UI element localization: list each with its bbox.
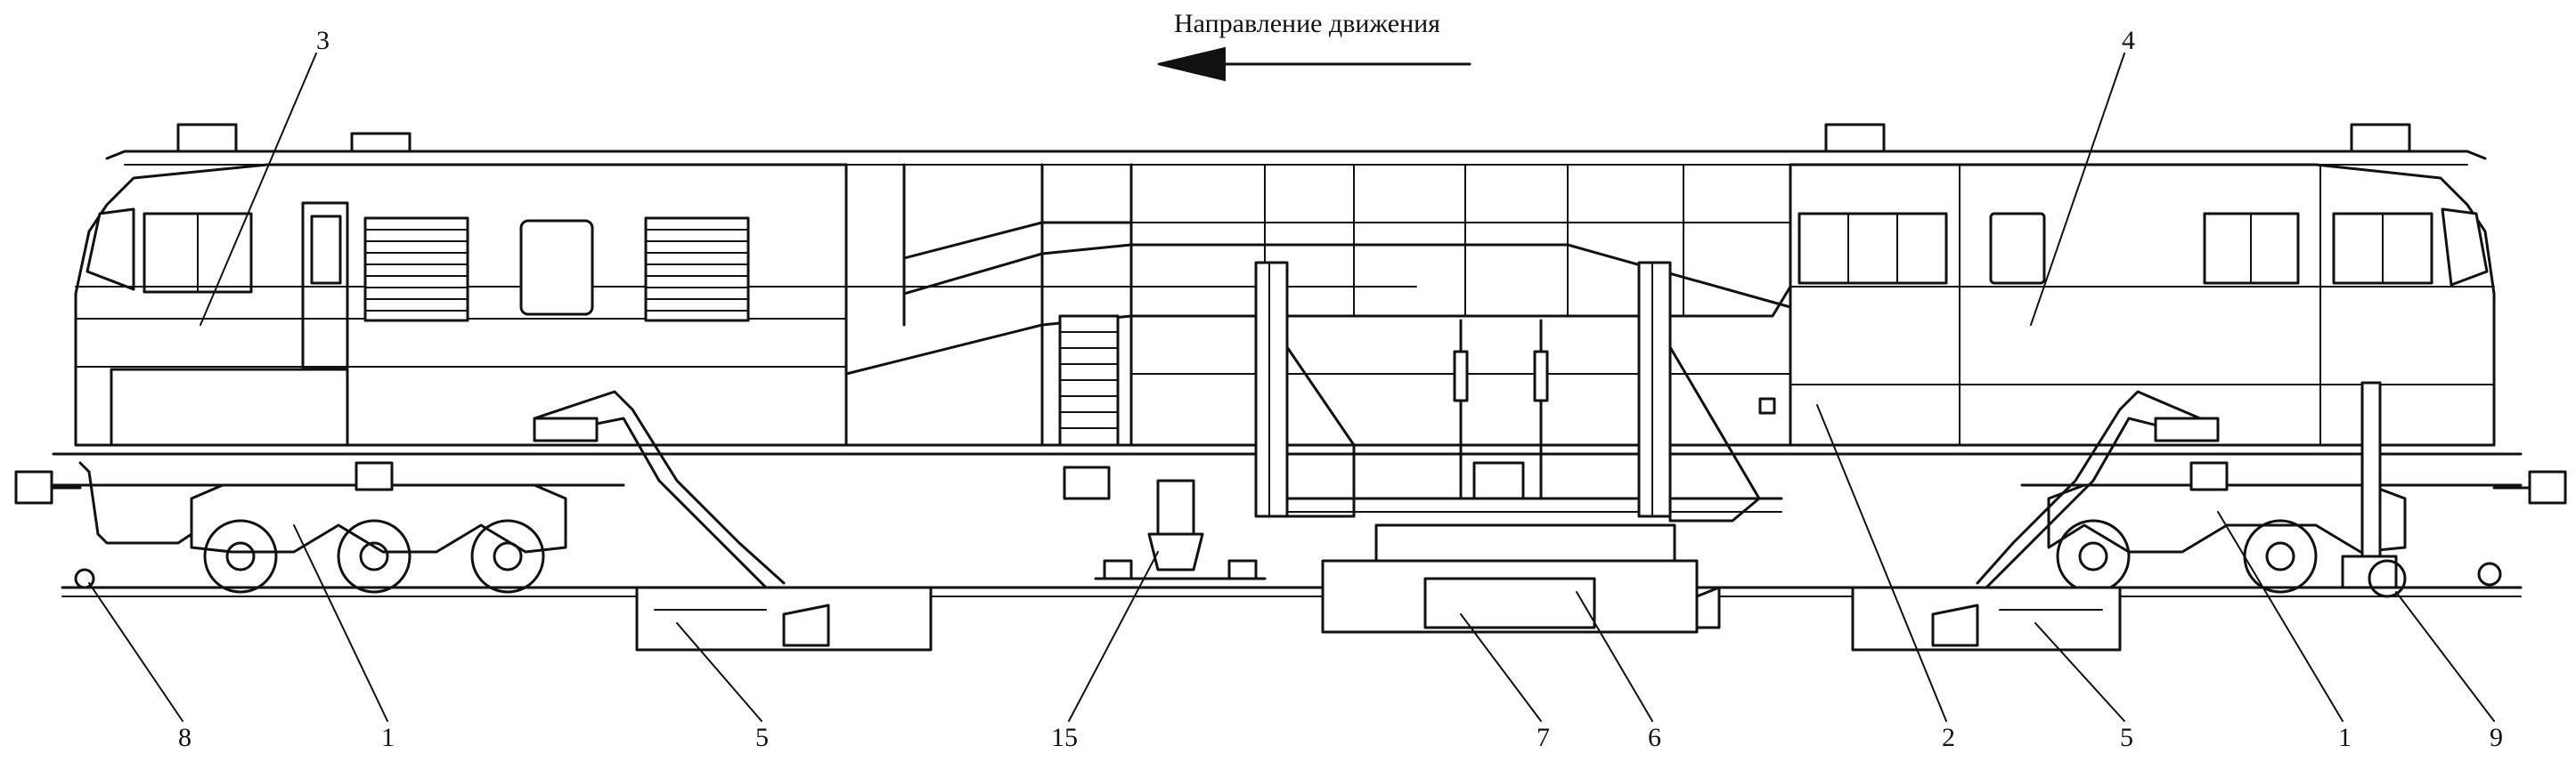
left-louver-1 — [363, 216, 469, 322]
left-boom — [533, 390, 786, 589]
direction-label: Направление движения — [1174, 9, 1440, 38]
leader-lines — [88, 53, 2495, 722]
right-cab-window-1 — [1797, 212, 1948, 285]
right-roof-box-1 — [1824, 123, 1886, 153]
callout-6: 6 — [1648, 723, 1661, 752]
left-cab — [74, 163, 848, 447]
right-cab-front-window — [2441, 207, 2489, 287]
tamping-unit — [1063, 466, 1267, 580]
right-roof-box-2 — [2350, 123, 2411, 153]
right-boom — [1976, 390, 2220, 589]
callout-5-left: 5 — [755, 723, 769, 752]
callout-2: 2 — [1942, 723, 1955, 752]
right-plow — [1851, 586, 2122, 652]
left-cab-front-window — [86, 207, 135, 291]
measuring-device — [2341, 381, 2407, 598]
left-louver-2 — [644, 216, 750, 322]
direction-arrow-head — [1157, 46, 1226, 82]
callout-9: 8 — [178, 723, 192, 752]
right-coupler — [2477, 470, 2567, 587]
left-bogie — [190, 461, 567, 594]
callout-3: 3 — [316, 26, 330, 55]
left-side-panel — [519, 219, 594, 316]
callout-5-right: 5 — [2120, 723, 2133, 752]
callout-4: 4 — [2122, 26, 2135, 55]
body-marker — [1758, 397, 1776, 415]
left-plow — [635, 586, 933, 652]
central-ladder — [1058, 314, 1120, 447]
callout-1-right: 1 — [2338, 723, 2352, 752]
left-roof-box-2 — [350, 132, 412, 153]
left-lower-box — [110, 368, 349, 447]
right-cab — [1789, 163, 2496, 447]
direction-indicator: Направление движения — [1157, 9, 1471, 82]
left-cab-door-window — [310, 215, 342, 285]
callout-15: 15 — [1051, 723, 1078, 752]
callout-1-left: 1 — [381, 723, 395, 752]
callout-labels: 3 4 8 1 5 15 7 6 2 5 1 9 — [178, 26, 2503, 752]
left-roof-box-1 — [176, 123, 238, 153]
callout-7: 7 — [1537, 723, 1550, 752]
callout-8: 9 — [2490, 723, 2503, 752]
left-coupler — [14, 461, 193, 589]
central-working-unit — [1254, 261, 1783, 634]
rail — [61, 586, 2523, 597]
right-cab-window-2 — [1989, 212, 2046, 285]
